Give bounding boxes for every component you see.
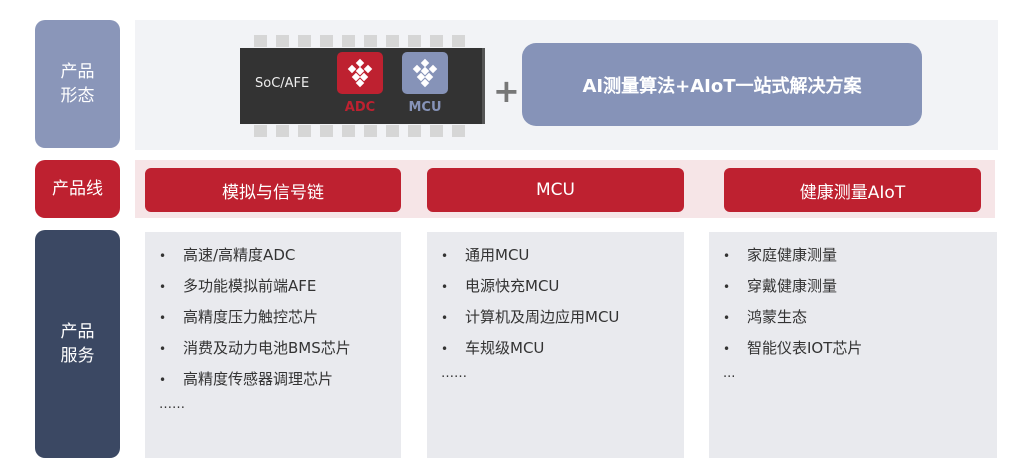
product-line-mcu: MCU bbox=[427, 168, 684, 212]
bullet-icon: • bbox=[723, 249, 731, 263]
bullet-icon: • bbox=[723, 280, 731, 294]
list-item-text: 高精度压力触控芯片 bbox=[183, 308, 319, 326]
chip-pin bbox=[430, 125, 443, 137]
list-item: • 计算机及周边应用MCU bbox=[441, 304, 684, 335]
list-item-text: 鸿蒙生态 bbox=[747, 308, 808, 326]
service-card-health: • 家庭健康测量 • 穿戴健康测量 • 鸿蒙生态 • 智能仪表IOT芯片... bbox=[709, 232, 997, 458]
list-item-text: 电源快充MCU bbox=[465, 277, 560, 295]
solution-banner: AI测量算法+AIoT一站式解决方案 bbox=[522, 43, 922, 126]
chip-pin bbox=[298, 125, 311, 137]
list-item: • 高速/高精度ADC bbox=[159, 242, 401, 273]
row-label-text: 产品 形态 bbox=[60, 62, 95, 106]
chip-pin bbox=[408, 125, 421, 137]
product-line-health-aiot: 健康测量AIoT bbox=[724, 168, 981, 212]
bullet-icon: • bbox=[159, 373, 167, 387]
chip-pin bbox=[386, 125, 399, 137]
chip-pin bbox=[430, 35, 443, 47]
mcu-label: MCU bbox=[408, 100, 442, 115]
bullet-icon: • bbox=[441, 280, 449, 294]
bullet-icon: • bbox=[441, 311, 449, 325]
list-item: • 通用MCU bbox=[441, 242, 684, 273]
list-item-text: 计算机及周边应用MCU bbox=[465, 308, 620, 326]
adc-chip-icon bbox=[337, 52, 383, 94]
more-indicator: …… bbox=[441, 366, 467, 381]
chip-pin bbox=[276, 125, 289, 137]
list-item-text: 消费及动力电池BMS芯片 bbox=[183, 339, 351, 357]
mcu-chip-icon bbox=[402, 52, 448, 94]
list-item-text: 高速/高精度ADC bbox=[183, 246, 296, 264]
list-item: • 穿戴健康测量 bbox=[723, 273, 997, 304]
chip-pin bbox=[452, 125, 465, 137]
product-line-analog: 模拟与信号链 bbox=[145, 168, 401, 212]
chip-pin bbox=[408, 35, 421, 47]
row-label-product-service: 产品 服务 bbox=[35, 230, 120, 458]
list-item-text: 家庭健康测量 bbox=[747, 246, 838, 264]
chip-pin bbox=[342, 125, 355, 137]
chip-pin bbox=[320, 125, 333, 137]
row-label-text: 产品线 bbox=[52, 179, 103, 199]
list-item: • 多功能模拟前端AFE bbox=[159, 273, 401, 304]
chip-pin bbox=[276, 35, 289, 47]
bullet-icon: • bbox=[159, 311, 167, 325]
list-item: • 高精度传感器调理芯片 bbox=[159, 366, 401, 397]
bullet-icon: • bbox=[441, 249, 449, 263]
chip-pin bbox=[364, 35, 377, 47]
row-label-product-form: 产品 形态 bbox=[35, 20, 120, 148]
bullet-icon: • bbox=[723, 342, 731, 356]
more-indicator: …… bbox=[159, 397, 185, 412]
chip-label: SoC/AFE bbox=[255, 76, 310, 91]
list-item-text: 车规级MCU bbox=[465, 339, 545, 357]
list-item: • 消费及动力电池BMS芯片 bbox=[159, 335, 401, 366]
list-item-text: 通用MCU bbox=[465, 246, 530, 264]
chip-pin bbox=[452, 35, 465, 47]
list-item: • 智能仪表IOT芯片 bbox=[723, 335, 997, 366]
bullet-icon: • bbox=[159, 342, 167, 356]
list-item-text: 穿戴健康测量 bbox=[747, 277, 838, 295]
bullet-icon: • bbox=[723, 311, 731, 325]
bullet-icon: • bbox=[441, 342, 449, 356]
list-item: • 电源快充MCU bbox=[441, 273, 684, 304]
chip-pin bbox=[298, 35, 311, 47]
chip-pin bbox=[342, 35, 355, 47]
list-item: • 高精度压力触控芯片 bbox=[159, 304, 401, 335]
plus-icon: + bbox=[493, 72, 520, 110]
chip-pin bbox=[320, 35, 333, 47]
list-item: • 家庭健康测量 bbox=[723, 242, 997, 273]
chip-pin bbox=[386, 35, 399, 47]
more-indicator: ... bbox=[723, 366, 736, 381]
list-item-text: 高精度传感器调理芯片 bbox=[183, 370, 334, 388]
service-card-analog: • 高速/高精度ADC • 多功能模拟前端AFE • 高精度压力触控芯片 • 消费及动力电池B… bbox=[145, 232, 401, 458]
bullet-icon: • bbox=[159, 280, 167, 294]
row-label-text: 产品 服务 bbox=[60, 322, 95, 366]
list-item: • 鸿蒙生态 bbox=[723, 304, 997, 335]
service-card-mcu: • 通用MCU • 电源快充MCU • 计算机及周边应用MCU • 车规级MCU …… bbox=[427, 232, 684, 458]
chip-pin bbox=[364, 125, 377, 137]
chip-illustration: SoC/AFE ADC MCU bbox=[240, 35, 485, 137]
bullet-icon: • bbox=[159, 249, 167, 263]
list-item-text: 多功能模拟前端AFE bbox=[183, 277, 317, 295]
adc-label: ADC bbox=[344, 100, 376, 115]
chip-pin bbox=[254, 125, 267, 137]
row-label-product-line: 产品线 bbox=[35, 160, 120, 218]
list-item-text: 智能仪表IOT芯片 bbox=[747, 339, 863, 357]
chip-pin bbox=[254, 35, 267, 47]
list-item: • 车规级MCU bbox=[441, 335, 684, 366]
